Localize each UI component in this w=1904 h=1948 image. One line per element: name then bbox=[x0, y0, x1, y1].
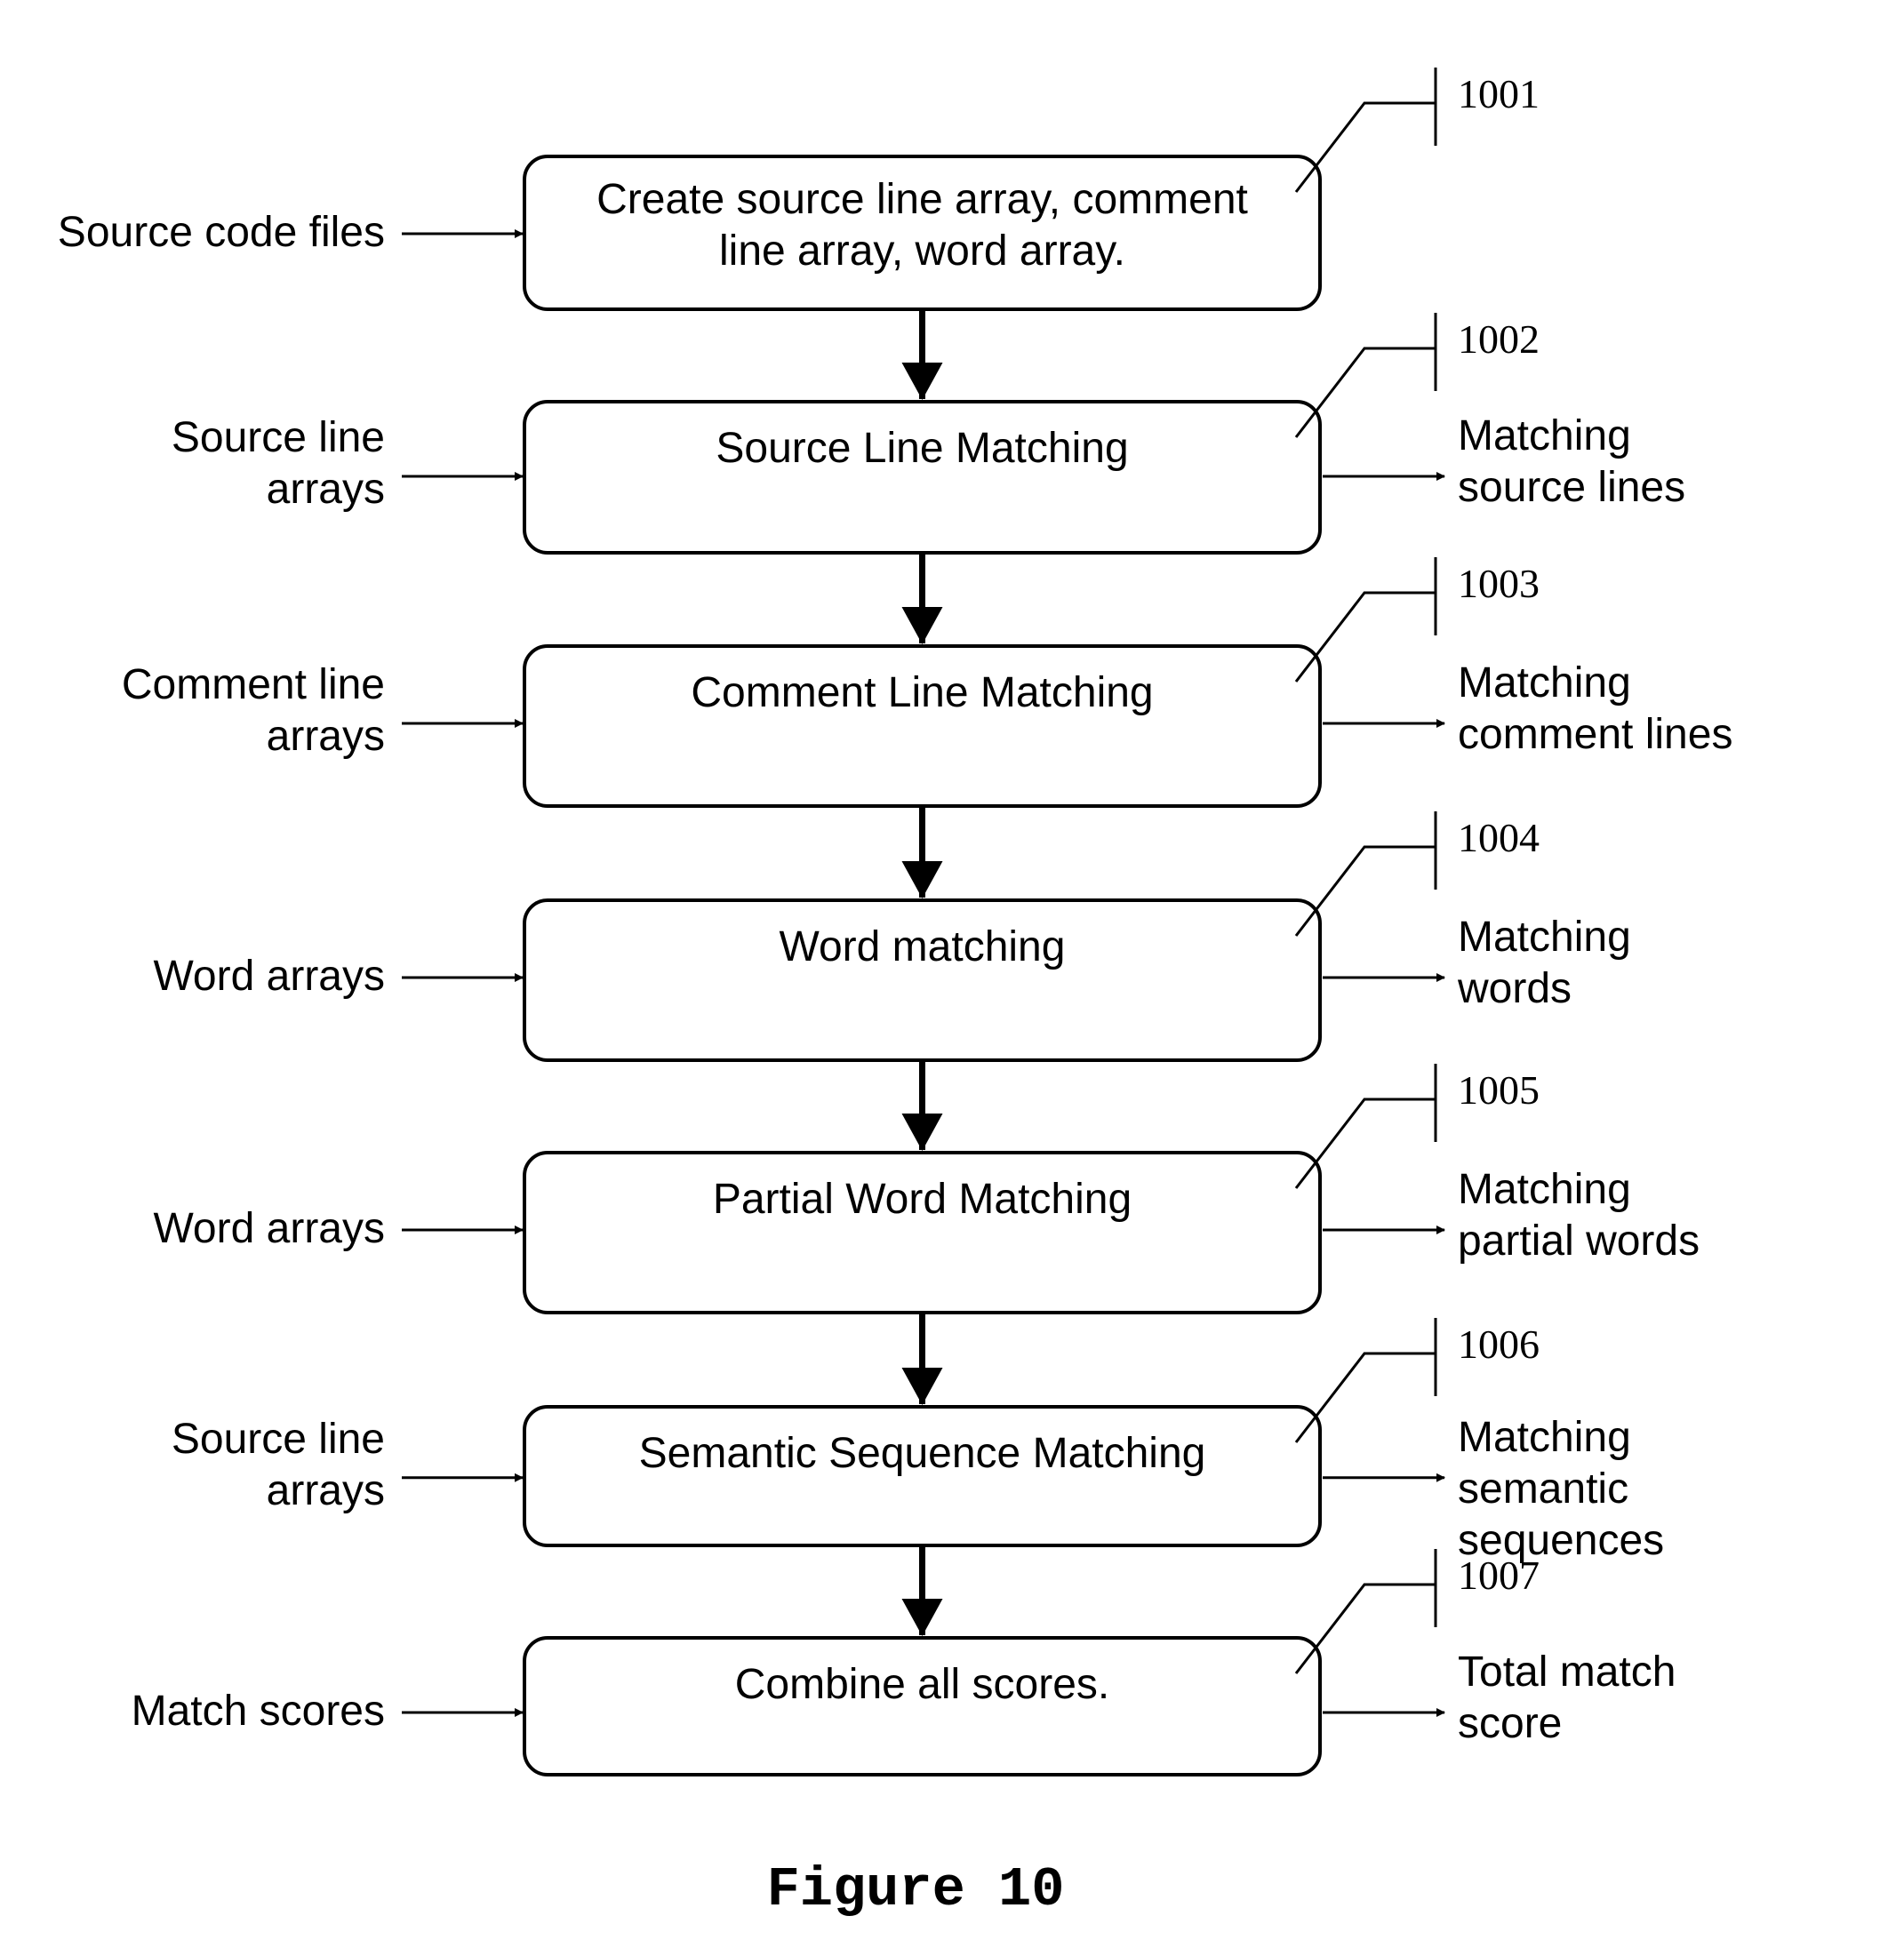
process-box-label: Combine all scores. bbox=[735, 1661, 1110, 1708]
output-label: Matching bbox=[1458, 1414, 1631, 1461]
process-box-label: Create source line array, comment bbox=[596, 176, 1248, 223]
process-box-label: Source Line Matching bbox=[716, 425, 1128, 472]
flow-arrow-head bbox=[902, 861, 943, 898]
reference-number: 1002 bbox=[1458, 316, 1540, 362]
reference-number: 1005 bbox=[1458, 1067, 1540, 1113]
reference-number: 1003 bbox=[1458, 561, 1540, 606]
input-label: arrays bbox=[267, 466, 385, 513]
output-label: Total match bbox=[1458, 1649, 1676, 1696]
output-label: Matching bbox=[1458, 1166, 1631, 1213]
input-label: Source line bbox=[172, 414, 385, 461]
figure-caption: Figure 10 bbox=[767, 1858, 1065, 1921]
output-label: comment lines bbox=[1458, 711, 1732, 758]
process-box-label: Semantic Sequence Matching bbox=[639, 1430, 1206, 1477]
output-label: source lines bbox=[1458, 464, 1685, 511]
flow-arrow-head bbox=[902, 1599, 943, 1636]
input-label: Source code files bbox=[58, 209, 385, 256]
output-label: semantic bbox=[1458, 1465, 1628, 1513]
input-label: Source line bbox=[172, 1416, 385, 1463]
input-label: arrays bbox=[267, 713, 385, 760]
process-box-label: Word matching bbox=[780, 923, 1066, 970]
output-label: Matching bbox=[1458, 412, 1631, 459]
input-label: Match scores bbox=[132, 1688, 385, 1735]
output-label: partial words bbox=[1458, 1218, 1700, 1265]
input-label: arrays bbox=[267, 1467, 385, 1514]
reference-number: 1007 bbox=[1458, 1553, 1540, 1598]
flow-arrow-head bbox=[902, 1114, 943, 1151]
input-label: Word arrays bbox=[153, 953, 385, 1000]
output-label: words bbox=[1457, 965, 1572, 1012]
process-box-label: line array, word array. bbox=[719, 228, 1125, 275]
process-box-label: Comment Line Matching bbox=[691, 669, 1153, 716]
reference-number: 1001 bbox=[1458, 71, 1540, 116]
flow-arrow-head bbox=[902, 607, 943, 644]
input-label: Comment line bbox=[122, 661, 385, 708]
flow-arrow-head bbox=[902, 1368, 943, 1405]
reference-number: 1006 bbox=[1458, 1321, 1540, 1367]
flow-arrow-head bbox=[902, 363, 943, 400]
output-label: Matching bbox=[1458, 914, 1631, 961]
process-box-label: Partial Word Matching bbox=[713, 1176, 1132, 1223]
output-label: Matching bbox=[1458, 659, 1631, 707]
input-label: Word arrays bbox=[153, 1205, 385, 1252]
reference-number: 1004 bbox=[1458, 815, 1540, 860]
output-label: score bbox=[1458, 1700, 1562, 1747]
